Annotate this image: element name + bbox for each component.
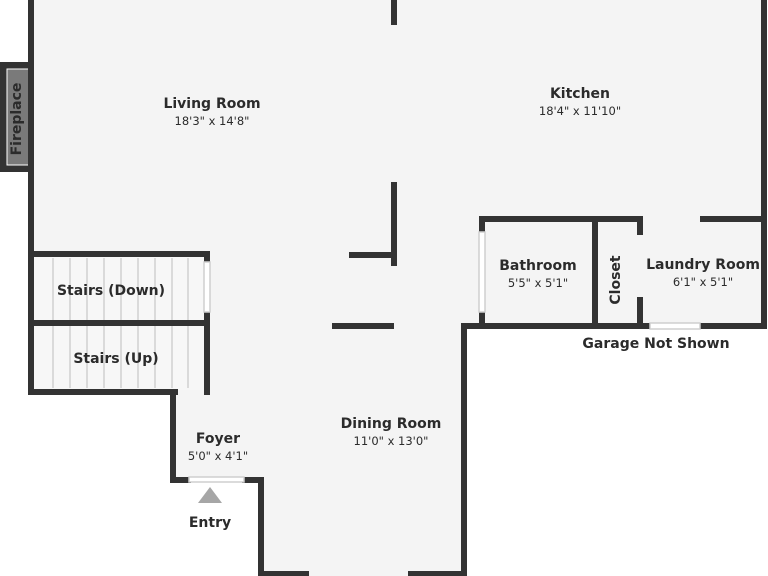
openings (188, 231, 701, 483)
bathroom-label: Bathroom (499, 258, 577, 274)
entry-label: Entry (189, 515, 231, 531)
living-room-dims: 18'3" x 14'8" (175, 114, 250, 128)
stairs-up (34, 324, 204, 390)
fireplace-label: Fireplace (9, 83, 25, 156)
stairs-down-label: Stairs (Down) (57, 283, 165, 299)
dining-room-dims: 11'0" x 13'0" (354, 434, 429, 448)
walls (28, 0, 767, 576)
bathroom-dims: 5'5" x 5'1" (508, 276, 568, 290)
floor-area (30, 0, 766, 576)
closet-label: Closet (608, 255, 624, 305)
garage-not-shown-note: Garage Not Shown (582, 336, 729, 352)
kitchen-dims: 18'4" x 11'10" (539, 104, 621, 118)
dining-room-label: Dining Room (341, 416, 442, 432)
foyer-label: Foyer (196, 431, 240, 447)
kitchen-label: Kitchen (550, 86, 610, 102)
laundry-room-label: Laundry Room (646, 257, 760, 273)
laundry-room-dims: 6'1" x 5'1" (673, 275, 733, 289)
living-room-label: Living Room (163, 96, 260, 112)
stairs-up-label: Stairs (Up) (73, 351, 158, 367)
foyer-dims: 5'0" x 4'1" (188, 449, 248, 463)
fireplace (0, 62, 32, 172)
stairs-down (34, 256, 204, 322)
entry-arrow-icon (198, 487, 222, 503)
